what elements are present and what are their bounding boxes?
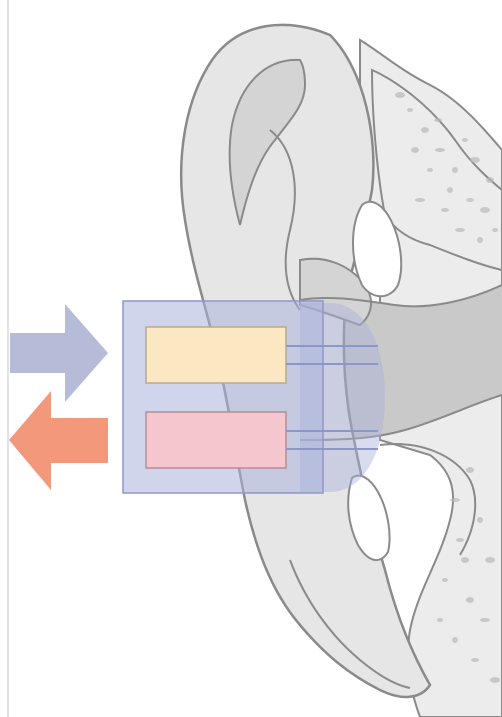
bone-speckle xyxy=(452,637,458,643)
bone-speckle xyxy=(452,167,458,173)
bone-speckle xyxy=(492,228,498,232)
bone-speckle xyxy=(434,118,442,122)
bone-speckle xyxy=(466,597,474,603)
bone-speckle xyxy=(427,168,433,172)
bone-speckle xyxy=(485,557,495,563)
bone-speckle xyxy=(477,237,483,243)
bone-speckle xyxy=(447,187,453,193)
arrow-right-icon xyxy=(10,304,108,402)
bone-speckle xyxy=(466,467,474,473)
bone-speckle xyxy=(407,108,413,112)
bone-speckle xyxy=(480,207,490,213)
bone-speckle xyxy=(462,138,468,142)
bone-speckle xyxy=(442,578,448,582)
bone-speckle xyxy=(477,517,483,523)
arrow-left-icon xyxy=(9,391,108,490)
bone-speckle xyxy=(456,538,464,542)
bone-speckle xyxy=(480,618,490,622)
bone-speckle xyxy=(455,228,465,232)
bone-speckle xyxy=(411,147,419,153)
bone-speckle xyxy=(421,127,429,133)
bone-speckle xyxy=(437,618,443,622)
bone-speckle xyxy=(461,557,469,563)
lower-sensor xyxy=(146,412,286,468)
bone-speckle xyxy=(466,198,474,202)
bone-speckle xyxy=(441,208,449,212)
bone-speckle xyxy=(450,498,460,502)
upper-sensor xyxy=(146,327,286,383)
bone-speckle xyxy=(395,92,405,98)
bone-speckle xyxy=(470,157,480,163)
bone-speckle xyxy=(486,177,494,183)
bone-speckle xyxy=(435,148,445,152)
bone-speckle xyxy=(490,677,500,683)
bone-speckle xyxy=(471,658,479,662)
bone-speckle xyxy=(415,198,425,202)
earpiece-device xyxy=(123,301,385,493)
